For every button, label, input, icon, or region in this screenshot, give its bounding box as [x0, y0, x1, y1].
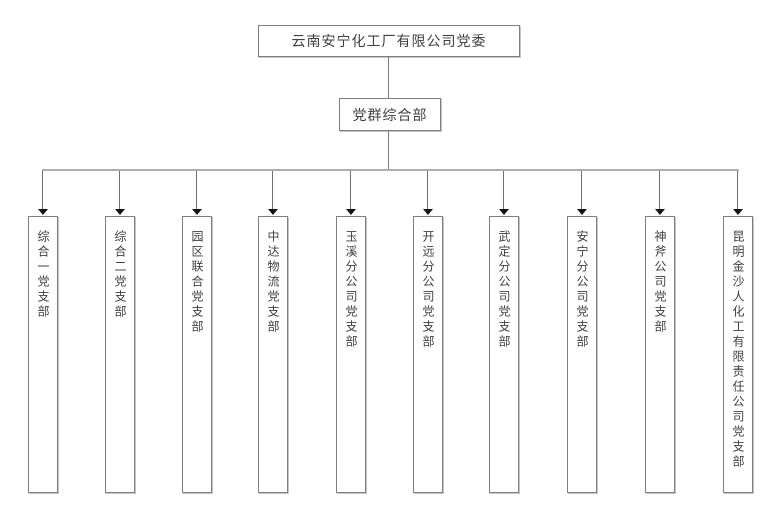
branch-box: 综合二党支部: [105, 216, 135, 493]
branch-label: 综合二党支部: [113, 230, 127, 320]
root-node: 云南安宁化工厂有限公司党委: [258, 25, 520, 57]
branch-label: 综合一党支部: [36, 230, 50, 320]
branch-box: 安宁分公司党支部: [567, 216, 597, 493]
dept-node-label: 党群综合部: [352, 106, 428, 123]
branch-node: 中达物流党支部: [258, 170, 288, 495]
branch-node: 开远分公司党支部: [413, 170, 443, 495]
branch-box: 玉溪分公司党支部: [336, 216, 366, 493]
arrow-down-icon: [423, 209, 433, 215]
branch-label: 中达物流党支部: [266, 230, 280, 335]
dept-node: 党群综合部: [339, 98, 441, 131]
branch-node: 园区联合党支部: [182, 170, 212, 495]
arrow-down-icon: [115, 209, 125, 215]
arrow-down-icon: [38, 209, 48, 215]
branch-node: 综合二党支部: [105, 170, 135, 495]
branch-label: 园区联合党支部: [190, 230, 204, 335]
branch-connector: [196, 171, 197, 209]
arrow-down-icon: [733, 209, 743, 215]
branch-connector: [350, 171, 351, 209]
branch-label: 开远分公司党支部: [421, 230, 435, 350]
arrow-down-icon: [346, 209, 356, 215]
branch-box: 武定分公司党支部: [489, 216, 519, 493]
branch-box: 园区联合党支部: [182, 216, 212, 493]
branch-connector: [503, 171, 504, 209]
branch-connector: [272, 171, 273, 209]
branch-box: 昆明金沙人化工有限责任公司党支部: [723, 216, 753, 493]
arrow-down-icon: [655, 209, 665, 215]
arrow-down-icon: [577, 209, 587, 215]
branch-connector: [42, 171, 43, 209]
connector-root-to-dept: [388, 57, 389, 98]
branch-node: 玉溪分公司党支部: [336, 170, 366, 495]
arrow-down-icon: [499, 209, 509, 215]
connector-dept-to-bus: [388, 131, 389, 170]
branch-node: 昆明金沙人化工有限责任公司党支部: [723, 170, 753, 495]
branch-node: 神斧公司党支部: [645, 170, 675, 495]
bus-line: [42, 169, 739, 171]
branch-node: 安宁分公司党支部: [567, 170, 597, 495]
branch-box: 综合一党支部: [28, 216, 58, 493]
branch-connector: [737, 171, 738, 209]
branch-label: 武定分公司党支部: [497, 230, 511, 350]
branch-connector: [581, 171, 582, 209]
branch-node: 综合一党支部: [28, 170, 58, 495]
arrow-down-icon: [268, 209, 278, 215]
branch-label: 安宁分公司党支部: [575, 230, 589, 350]
root-node-label: 云南安宁化工厂有限公司党委: [291, 33, 487, 49]
branch-label: 玉溪分公司党支部: [344, 230, 358, 350]
branch-connector: [427, 171, 428, 209]
branch-box: 开远分公司党支部: [413, 216, 443, 493]
branch-box: 中达物流党支部: [258, 216, 288, 493]
branch-box: 神斧公司党支部: [645, 216, 675, 493]
branch-connector: [119, 171, 120, 209]
arrow-down-icon: [192, 209, 202, 215]
branch-label: 神斧公司党支部: [653, 230, 667, 335]
branch-node: 武定分公司党支部: [489, 170, 519, 495]
branch-label: 昆明金沙人化工有限责任公司党支部: [731, 230, 745, 470]
branch-connector: [659, 171, 660, 209]
